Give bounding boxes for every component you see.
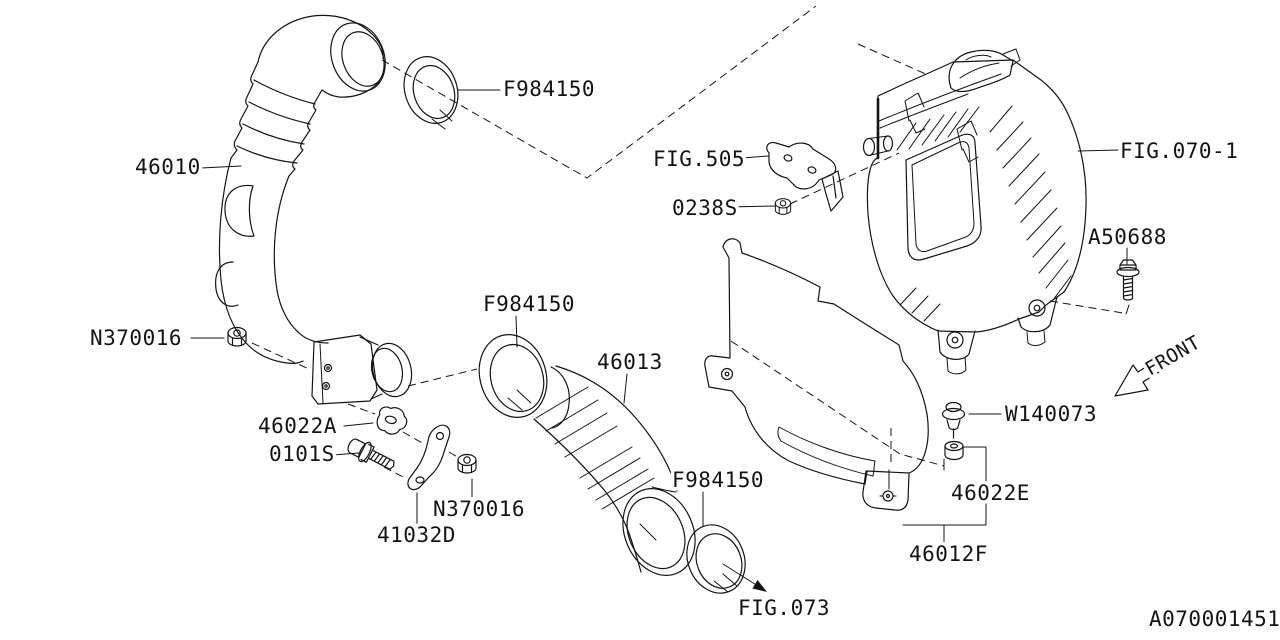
- front-direction-arrow: [1114, 358, 1165, 397]
- clamp-f984150-top: [403, 56, 459, 130]
- part-label-a50688: A50688: [1088, 225, 1167, 249]
- clamp-f984150-bottom: [686, 524, 746, 594]
- nut-n370016-lower: [457, 453, 477, 474]
- part-label-46022e: 46022E: [951, 481, 1030, 505]
- part-label-0238s: 0238S: [672, 196, 738, 220]
- callout-bracket-46012f: [902, 446, 987, 548]
- part-label-fig070-1: FIG.070-1: [1120, 139, 1238, 163]
- part-label-46013: 46013: [597, 350, 663, 374]
- cushion-46022e: [944, 440, 964, 461]
- part-labels: F984150 46010 FIG.505 0238S FIG.070-1 A5…: [87, 74, 1280, 635]
- fig505-bracket: [766, 142, 844, 212]
- clip-w140073: [941, 401, 966, 439]
- part-label-41032d: 41032D: [377, 523, 456, 547]
- part-label-46010: 46010: [135, 155, 201, 179]
- air-cleaner-case-fig070-1: [862, 48, 1087, 375]
- air-duct-46010: [215, 14, 413, 405]
- nut-n370016-upper: [227, 326, 247, 347]
- clamp-f984150-mid: [478, 334, 548, 418]
- drawing-number: A070001451: [1149, 607, 1280, 631]
- cushion-46022a: [376, 406, 408, 435]
- part-label-f984150-top: F984150: [503, 77, 595, 101]
- bracket-41032d: [407, 424, 451, 491]
- part-label-fig505: FIG.505: [653, 147, 745, 171]
- part-label-fig073: FIG.073: [738, 596, 830, 620]
- part-label-46012f: 46012F: [909, 542, 988, 566]
- part-label-0101s: 0101S: [269, 442, 335, 466]
- air-cleaner-cover-46012f: [704, 238, 929, 511]
- assembly-dashed-lines: [251, 5, 1130, 479]
- air-duct-46013: [533, 365, 696, 576]
- part-label-w140073: W140073: [1005, 402, 1097, 426]
- bolt-0101s: [347, 438, 395, 470]
- part-label-n370016-upper: N370016: [90, 326, 182, 350]
- front-label: FRONT: [1142, 331, 1205, 380]
- bolt-a50688: [1116, 259, 1140, 301]
- part-label-n370016-lower: N370016: [433, 497, 525, 521]
- part-label-46022a: 46022A: [258, 414, 337, 438]
- nut-0238s: [774, 198, 792, 215]
- part-label-f984150-bottom: F984150: [672, 468, 764, 492]
- fig073-arrow: [722, 563, 767, 592]
- leader-lines: [190, 89, 1128, 548]
- part-label-f984150-mid: F984150: [483, 292, 575, 316]
